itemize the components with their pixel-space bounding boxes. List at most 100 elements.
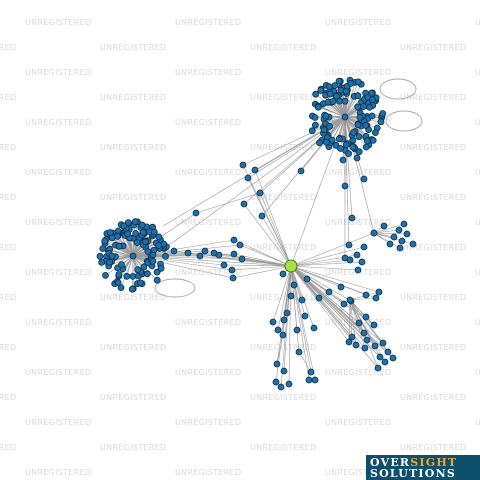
watermark-text: UNREGISTERED	[25, 418, 92, 427]
chain-edge	[259, 116, 346, 194]
cluster-node	[342, 141, 350, 149]
cluster-node	[157, 264, 165, 272]
watermark-text: UNREGISTERED	[250, 343, 317, 352]
watermark-text: UNREGISTERED	[475, 68, 480, 77]
watermark-text: UNREGISTERED	[475, 218, 480, 227]
watermark-text: UNREGISTERED	[25, 268, 92, 277]
network-node	[293, 326, 301, 334]
focus-entity-node	[284, 259, 298, 273]
network-node	[345, 338, 353, 346]
watermark-text: UNREGISTERED	[175, 318, 242, 327]
network-node	[376, 353, 384, 361]
network-node	[290, 281, 298, 289]
cluster-node	[108, 234, 116, 242]
cluster-node	[138, 221, 146, 229]
network-node	[307, 368, 315, 376]
watermark-text: UNREGISTERED	[400, 243, 467, 252]
cluster-node	[96, 252, 104, 260]
chain-edge	[261, 215, 292, 267]
chain-edge	[259, 192, 292, 267]
network-node	[363, 336, 371, 344]
network-node	[340, 300, 348, 308]
watermark-text: UNREGISTERED	[175, 468, 242, 477]
network-node	[251, 166, 259, 174]
branch-edge	[231, 265, 292, 271]
network-node	[353, 154, 361, 162]
cluster-node	[153, 276, 161, 284]
branch-edge	[290, 265, 359, 271]
branch-edge	[290, 265, 377, 299]
network-node	[311, 376, 319, 384]
watermark-text: UNREGISTERED	[0, 393, 17, 402]
branch-edge	[233, 239, 292, 267]
cluster-node	[345, 150, 353, 158]
watermark-text: UNREGISTERED	[100, 343, 167, 352]
cluster-node	[98, 258, 105, 266]
watermark-text: UNREGISTERED	[325, 68, 392, 77]
watermark-text: UNREGISTERED	[25, 468, 92, 477]
cluster-node	[136, 279, 144, 287]
cluster-node	[118, 261, 125, 269]
chain-edge	[344, 116, 353, 219]
cluster-node	[120, 222, 128, 230]
network-node	[325, 288, 333, 296]
logo-over-text: OVER	[370, 456, 411, 469]
cluster-node	[350, 129, 357, 136]
cluster-node	[139, 228, 147, 236]
watermark-text: UNREGISTERED	[0, 343, 17, 352]
network-node	[380, 222, 388, 230]
cluster-edge	[120, 255, 134, 288]
watermark-text: UNREGISTERED	[400, 293, 467, 302]
watermark-text: UNREGISTERED	[250, 93, 317, 102]
oversight-solutions-logo: OVERSIGHT SOLUTIONS	[366, 455, 480, 480]
node-layer	[96, 76, 417, 391]
watermark-text: UNREGISTERED	[0, 193, 17, 202]
cluster-node	[101, 237, 109, 245]
network-node	[379, 339, 387, 347]
watermark-text: UNREGISTERED	[250, 143, 317, 152]
cluster-edge	[132, 255, 148, 274]
branch-edge	[349, 297, 377, 301]
cluster-edge	[323, 103, 346, 118]
branch-edge	[290, 265, 306, 317]
watermark-text: UNREGISTERED	[25, 218, 92, 227]
watermark-text: UNREGISTERED	[250, 43, 317, 52]
network-node	[230, 236, 238, 244]
branch-edge	[373, 232, 401, 249]
network-node	[305, 376, 313, 384]
cluster-node	[369, 136, 377, 144]
network-node	[244, 174, 252, 182]
cluster-node	[368, 96, 376, 103]
chain-edge	[261, 116, 346, 217]
hub-to-hub-edge	[167, 116, 346, 247]
watermark-text: UNREGISTERED	[325, 418, 392, 427]
cluster-node	[371, 129, 379, 137]
network-node	[184, 249, 192, 257]
network-node	[196, 252, 204, 260]
hub-node-left	[129, 252, 137, 260]
network-node	[360, 243, 368, 251]
cluster-node	[124, 230, 131, 238]
network-node	[239, 161, 247, 169]
cluster-node	[143, 270, 151, 278]
cluster-node	[322, 138, 330, 146]
watermark-text: UNREGISTERED	[100, 93, 167, 102]
cluster-node	[115, 242, 123, 250]
network-node	[384, 348, 392, 356]
chain-edge	[243, 203, 292, 267]
watermark-text: UNREGISTERED	[25, 118, 92, 127]
network-node	[170, 247, 178, 255]
network-node	[220, 261, 228, 269]
cluster-node	[312, 90, 320, 98]
branch-edge	[239, 244, 292, 267]
watermark-text: UNREGISTERED	[175, 218, 242, 227]
hub-node-top	[341, 113, 349, 121]
network-node	[201, 247, 209, 255]
branch-edge	[277, 265, 292, 331]
cluster-node	[320, 126, 328, 134]
network-node	[372, 294, 380, 302]
branch-edge	[373, 232, 408, 235]
watermark-text: UNREGISTERED	[250, 443, 317, 452]
